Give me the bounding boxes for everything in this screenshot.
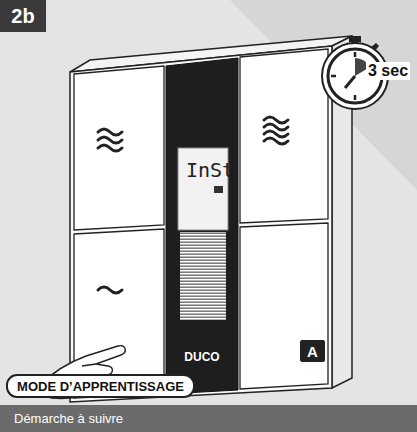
button-top-left [74, 66, 164, 230]
level-icons [98, 117, 288, 293]
center-strip [166, 58, 238, 394]
display-text-text: InSt [184, 158, 236, 182]
brand-logo: DUCO [182, 350, 221, 364]
bottom-band: Démarche à suivre [0, 405, 417, 432]
duration-label: 3 sec [366, 62, 410, 80]
display-text: InSt [184, 158, 236, 182]
auto-button-text: A [307, 343, 318, 360]
auto-button: A [300, 340, 325, 362]
brand-logo-text: DUCO [182, 350, 221, 364]
bottom-band-ground [0, 405, 417, 432]
bottom-band-text: Démarche à suivre [14, 411, 123, 426]
button-top-right [240, 49, 328, 223]
duration-label-text: 3 sec [366, 62, 410, 80]
sensor-grill [180, 232, 226, 320]
light-ground [0, 0, 417, 405]
step-badge: 2b [0, 0, 46, 32]
background [0, 0, 417, 405]
display-indicator [214, 186, 223, 193]
mode-caption: MODE D’APPRENTISSAGE [6, 374, 195, 398]
button-bottom-right [240, 223, 328, 389]
step-badge-text: 2b [11, 5, 34, 28]
mode-caption-text: MODE D’APPRENTISSAGE [17, 379, 184, 394]
